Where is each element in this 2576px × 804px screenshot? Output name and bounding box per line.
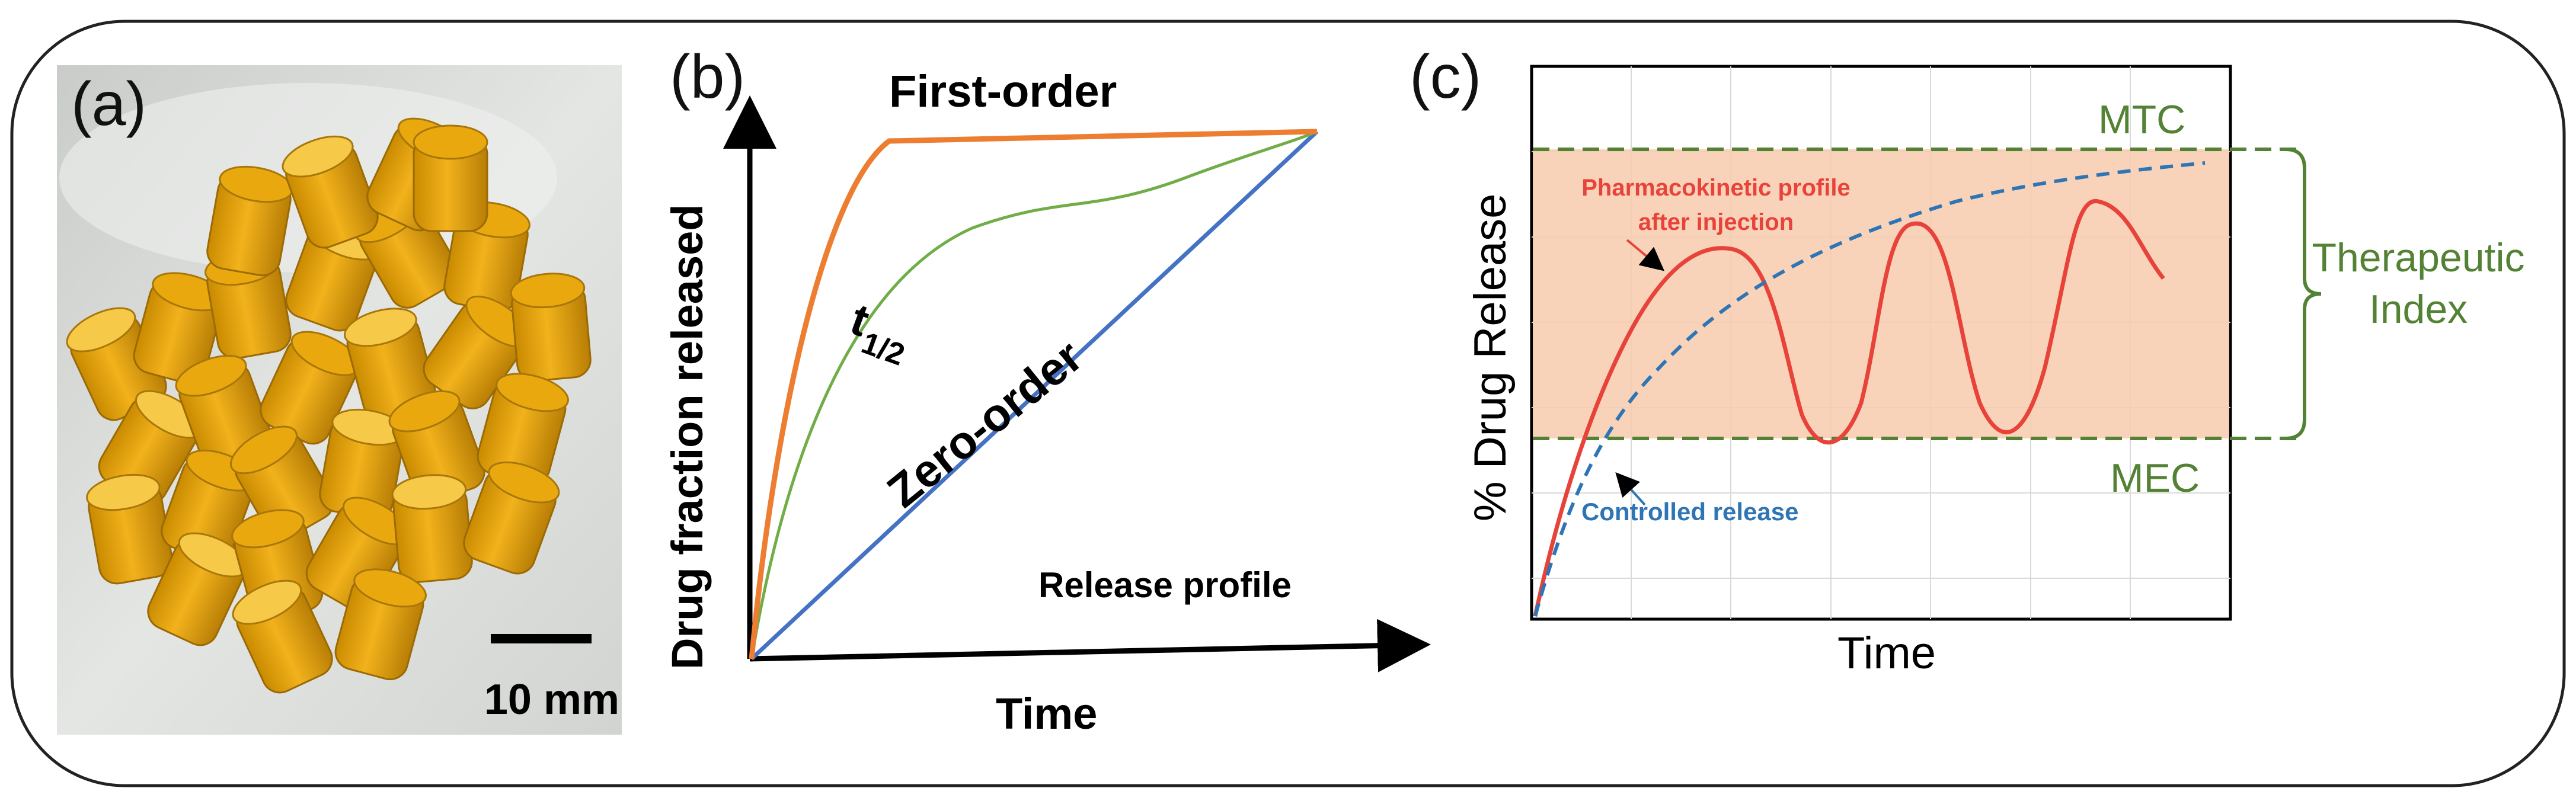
therapeutic-index-brace [2285,148,2322,440]
release-profile-caption: Release profile [1038,565,1292,605]
pellet [510,273,592,382]
b-title-first-order: First-order [889,66,1117,117]
pellet [391,474,473,584]
c-x-axis-label: Time [1837,628,1936,678]
panel-b-release-kinetics [723,95,1431,672]
mec-label: MEC [2110,456,2200,501]
pk-label-line1: Pharmacokinetic profile [1581,175,1850,201]
zero-order-curve [750,130,1319,661]
pellet [232,579,333,694]
scale-bar [491,634,592,643]
cr-pointer-arrow [1615,472,1646,506]
pk-pointer-arrow [1626,239,1665,271]
b-y-axis-label: Drug fraction released [663,204,712,670]
pellet-pile [66,117,592,694]
outer-border [10,20,2566,787]
half-life-curve [750,130,1318,659]
pellet [388,390,485,504]
therapeutic-index-line1: Therapeutic [2312,235,2524,280]
half-life-sub: 1/2 [857,326,909,373]
pellet [133,272,225,385]
pellet [147,532,248,646]
cr-label: Controlled release [1581,498,1798,526]
pellet [260,331,361,445]
panel-c-therapeutic-window [1530,65,2322,621]
pk-profile-curve [1533,199,2165,617]
first-order-curve [749,129,1318,659]
pellet [477,373,569,485]
pellet [282,135,379,249]
mtc-label: MTC [2098,97,2185,142]
panel-a-photo [57,65,622,735]
pellet [230,425,335,540]
pk-label-line2: after injection [1638,209,1794,235]
panel-a-label: (a) [71,70,147,139]
therapeutic-index-line2: Index [2369,287,2468,332]
pellet [413,124,488,232]
zero-order-label: Zero-order [877,330,1092,518]
controlled-release-curve [1533,161,2206,617]
b-x-axis [749,619,1431,672]
pellet [463,461,560,575]
panel-c-label: (c) [1410,43,1482,111]
panel-b-label: (b) [670,43,746,111]
b-x-axis-label: Time [996,689,1097,738]
c-y-axis-label: % Drug Release [1465,194,1516,521]
pellet [334,568,427,681]
pellet [206,165,293,277]
scale-bar-label: 10 mm [484,676,619,723]
